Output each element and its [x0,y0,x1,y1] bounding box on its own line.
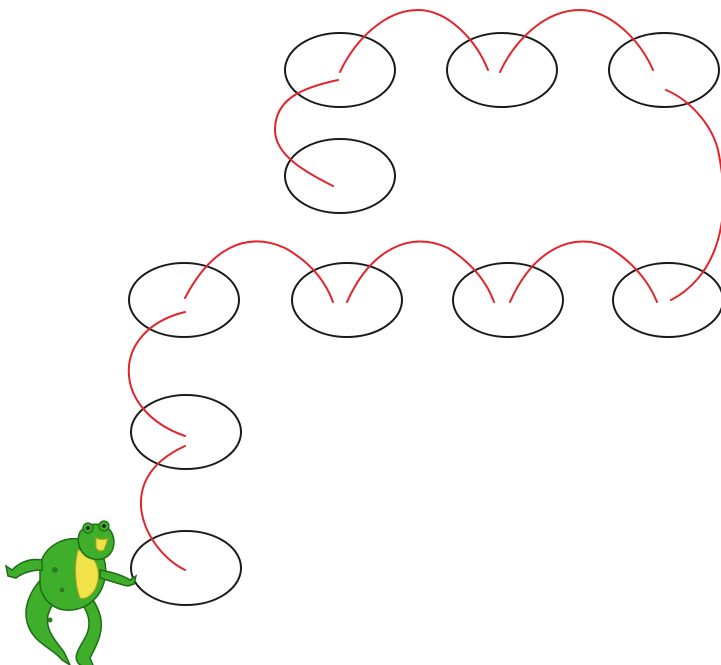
pad-middle-4 [613,263,721,337]
hop-arc-5 [510,242,657,302]
hop-arc-1 [141,446,185,570]
pad-upper-left [285,139,395,213]
hop-arc-2 [129,312,185,436]
hop-path [129,10,721,570]
lily-pads [129,33,721,605]
pad-middle-1 [129,263,239,337]
hop-arc-9 [275,80,338,186]
frog-icon [6,521,136,665]
pad-middle-3 [453,263,563,337]
hop-arc-6 [666,90,721,300]
pad-lower-left [131,395,241,469]
pad-start [131,531,241,605]
pad-top-3 [609,33,719,107]
